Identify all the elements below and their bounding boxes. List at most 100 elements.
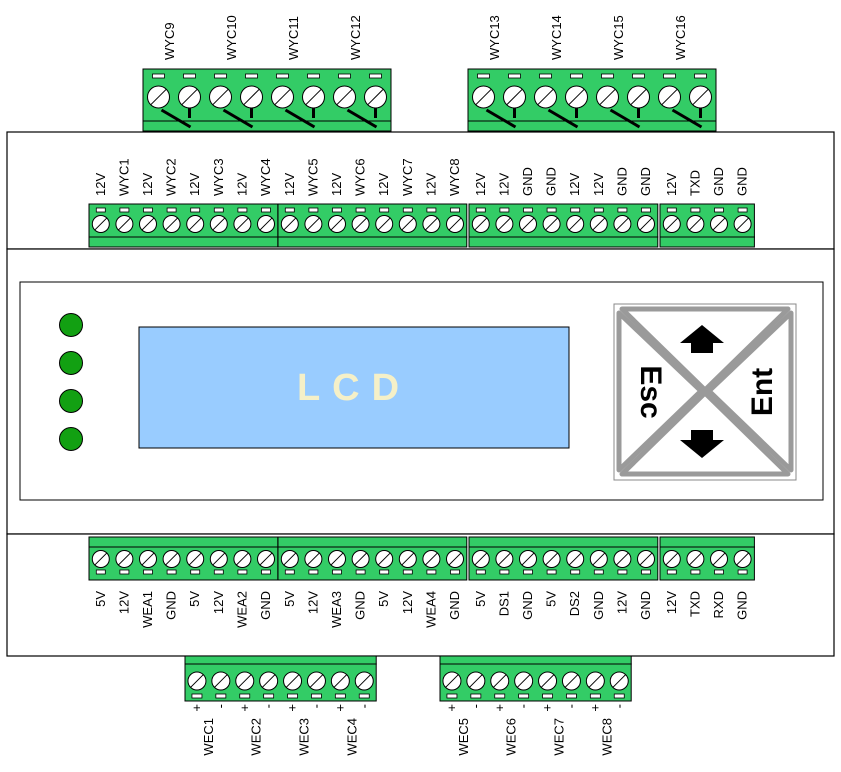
wire-slot xyxy=(508,73,521,79)
screw-slot xyxy=(639,552,653,566)
wire-slot xyxy=(617,569,628,575)
terminal-label: 12V xyxy=(664,173,679,196)
screw-slot xyxy=(425,552,438,566)
terminal-label: GND xyxy=(638,591,653,620)
screw-slot xyxy=(307,552,320,566)
terminal-base xyxy=(277,536,468,548)
screw-slot xyxy=(630,88,647,106)
wire-slot xyxy=(601,73,614,79)
terminal-label: 12V xyxy=(234,173,249,196)
polarity-label: + xyxy=(332,704,347,712)
screw-slot xyxy=(285,674,300,688)
terminal-label: GND xyxy=(520,167,535,196)
terminal-label: WYC4 xyxy=(258,158,273,196)
polarity-label: - xyxy=(516,704,531,708)
polarity-label: + xyxy=(237,704,252,712)
status-led xyxy=(59,389,83,413)
wire-slot xyxy=(190,207,201,213)
external-terminal-base xyxy=(439,655,632,665)
screw-slot xyxy=(498,552,511,566)
wire-slot xyxy=(308,207,319,213)
screw-slot xyxy=(283,217,297,231)
wire-slot xyxy=(518,693,530,699)
wire-slot xyxy=(570,73,583,79)
terminal-label: 5V xyxy=(473,591,488,607)
wire-slot xyxy=(166,569,177,575)
terminal-label: WYC8 xyxy=(447,158,462,196)
terminal-label: 12V xyxy=(329,173,344,196)
screw-slot xyxy=(274,88,291,106)
screw-slot xyxy=(475,88,492,106)
polarity-label: - xyxy=(563,704,578,708)
wire-slot xyxy=(666,207,677,213)
wire-bridge xyxy=(485,108,517,129)
connector-label: WEC3 xyxy=(297,718,312,756)
wire-slot xyxy=(276,73,289,79)
wire-slot xyxy=(190,569,201,575)
screw-slot xyxy=(309,674,324,688)
screw-slot xyxy=(259,552,273,566)
status-leds xyxy=(59,313,83,451)
terminal-label: WEA1 xyxy=(140,591,155,628)
screw-slot xyxy=(425,217,438,231)
terminal-base xyxy=(277,236,468,248)
connector-label: WEC2 xyxy=(249,718,264,756)
wire-bridge xyxy=(547,108,579,129)
esc-button[interactable] xyxy=(616,310,704,473)
wire-slot xyxy=(539,73,552,79)
connector-label: WYC14 xyxy=(549,15,564,60)
screw-slot xyxy=(588,674,603,688)
screw-slot xyxy=(661,88,678,106)
wire-slot xyxy=(475,569,486,575)
terminal-label: WYC5 xyxy=(305,158,320,196)
terminal-label: DS1 xyxy=(496,591,511,616)
wire-slot xyxy=(593,207,604,213)
terminal-label: 5V xyxy=(544,591,559,607)
polarity-label: + xyxy=(189,704,204,712)
wire-slot xyxy=(475,207,486,213)
screw-slot xyxy=(236,217,249,231)
screw-slot xyxy=(612,674,626,688)
terminal-label: 12V xyxy=(116,591,131,614)
screw-slot xyxy=(665,552,679,566)
wire-slot xyxy=(613,693,625,699)
wire-slot xyxy=(499,569,510,575)
ent-button[interactable] xyxy=(706,310,794,473)
wire-slot xyxy=(143,207,153,213)
wire-slot xyxy=(690,207,701,213)
screw-slot xyxy=(141,552,155,566)
terminal-label: GND xyxy=(638,167,653,196)
wire-slot xyxy=(450,569,460,575)
wire-slot xyxy=(358,693,370,699)
terminal-label: 12V xyxy=(496,173,511,196)
wire-slot xyxy=(690,569,701,575)
wire-slot xyxy=(663,73,676,79)
connector-label: WEC5 xyxy=(456,718,471,756)
screw-slot xyxy=(692,88,709,106)
wire-slot xyxy=(261,569,271,575)
wire-slot xyxy=(477,73,490,79)
wire-slot xyxy=(239,693,251,699)
screw-slot xyxy=(261,674,276,688)
screw-slot xyxy=(188,552,202,566)
wire-slot xyxy=(402,569,413,575)
status-led xyxy=(59,427,83,451)
wire-slot xyxy=(714,569,724,575)
terminal-label: 12V xyxy=(305,591,320,614)
screw-slot xyxy=(190,674,204,688)
lcd-label: LCD xyxy=(297,367,411,409)
terminal-label: GND xyxy=(520,591,535,620)
screw-slot xyxy=(354,217,367,231)
connector-label: WYC15 xyxy=(611,15,626,60)
screw-slot xyxy=(736,552,749,566)
polarity-label: - xyxy=(213,704,228,708)
polarity-label: + xyxy=(492,704,507,712)
wire-slot xyxy=(379,569,390,575)
terminal-label: RXD xyxy=(711,591,726,618)
wire-slot xyxy=(641,207,651,213)
terminal-label: 12V xyxy=(140,173,155,196)
terminal-label: 12V xyxy=(591,173,606,196)
wire-slot xyxy=(95,569,106,575)
